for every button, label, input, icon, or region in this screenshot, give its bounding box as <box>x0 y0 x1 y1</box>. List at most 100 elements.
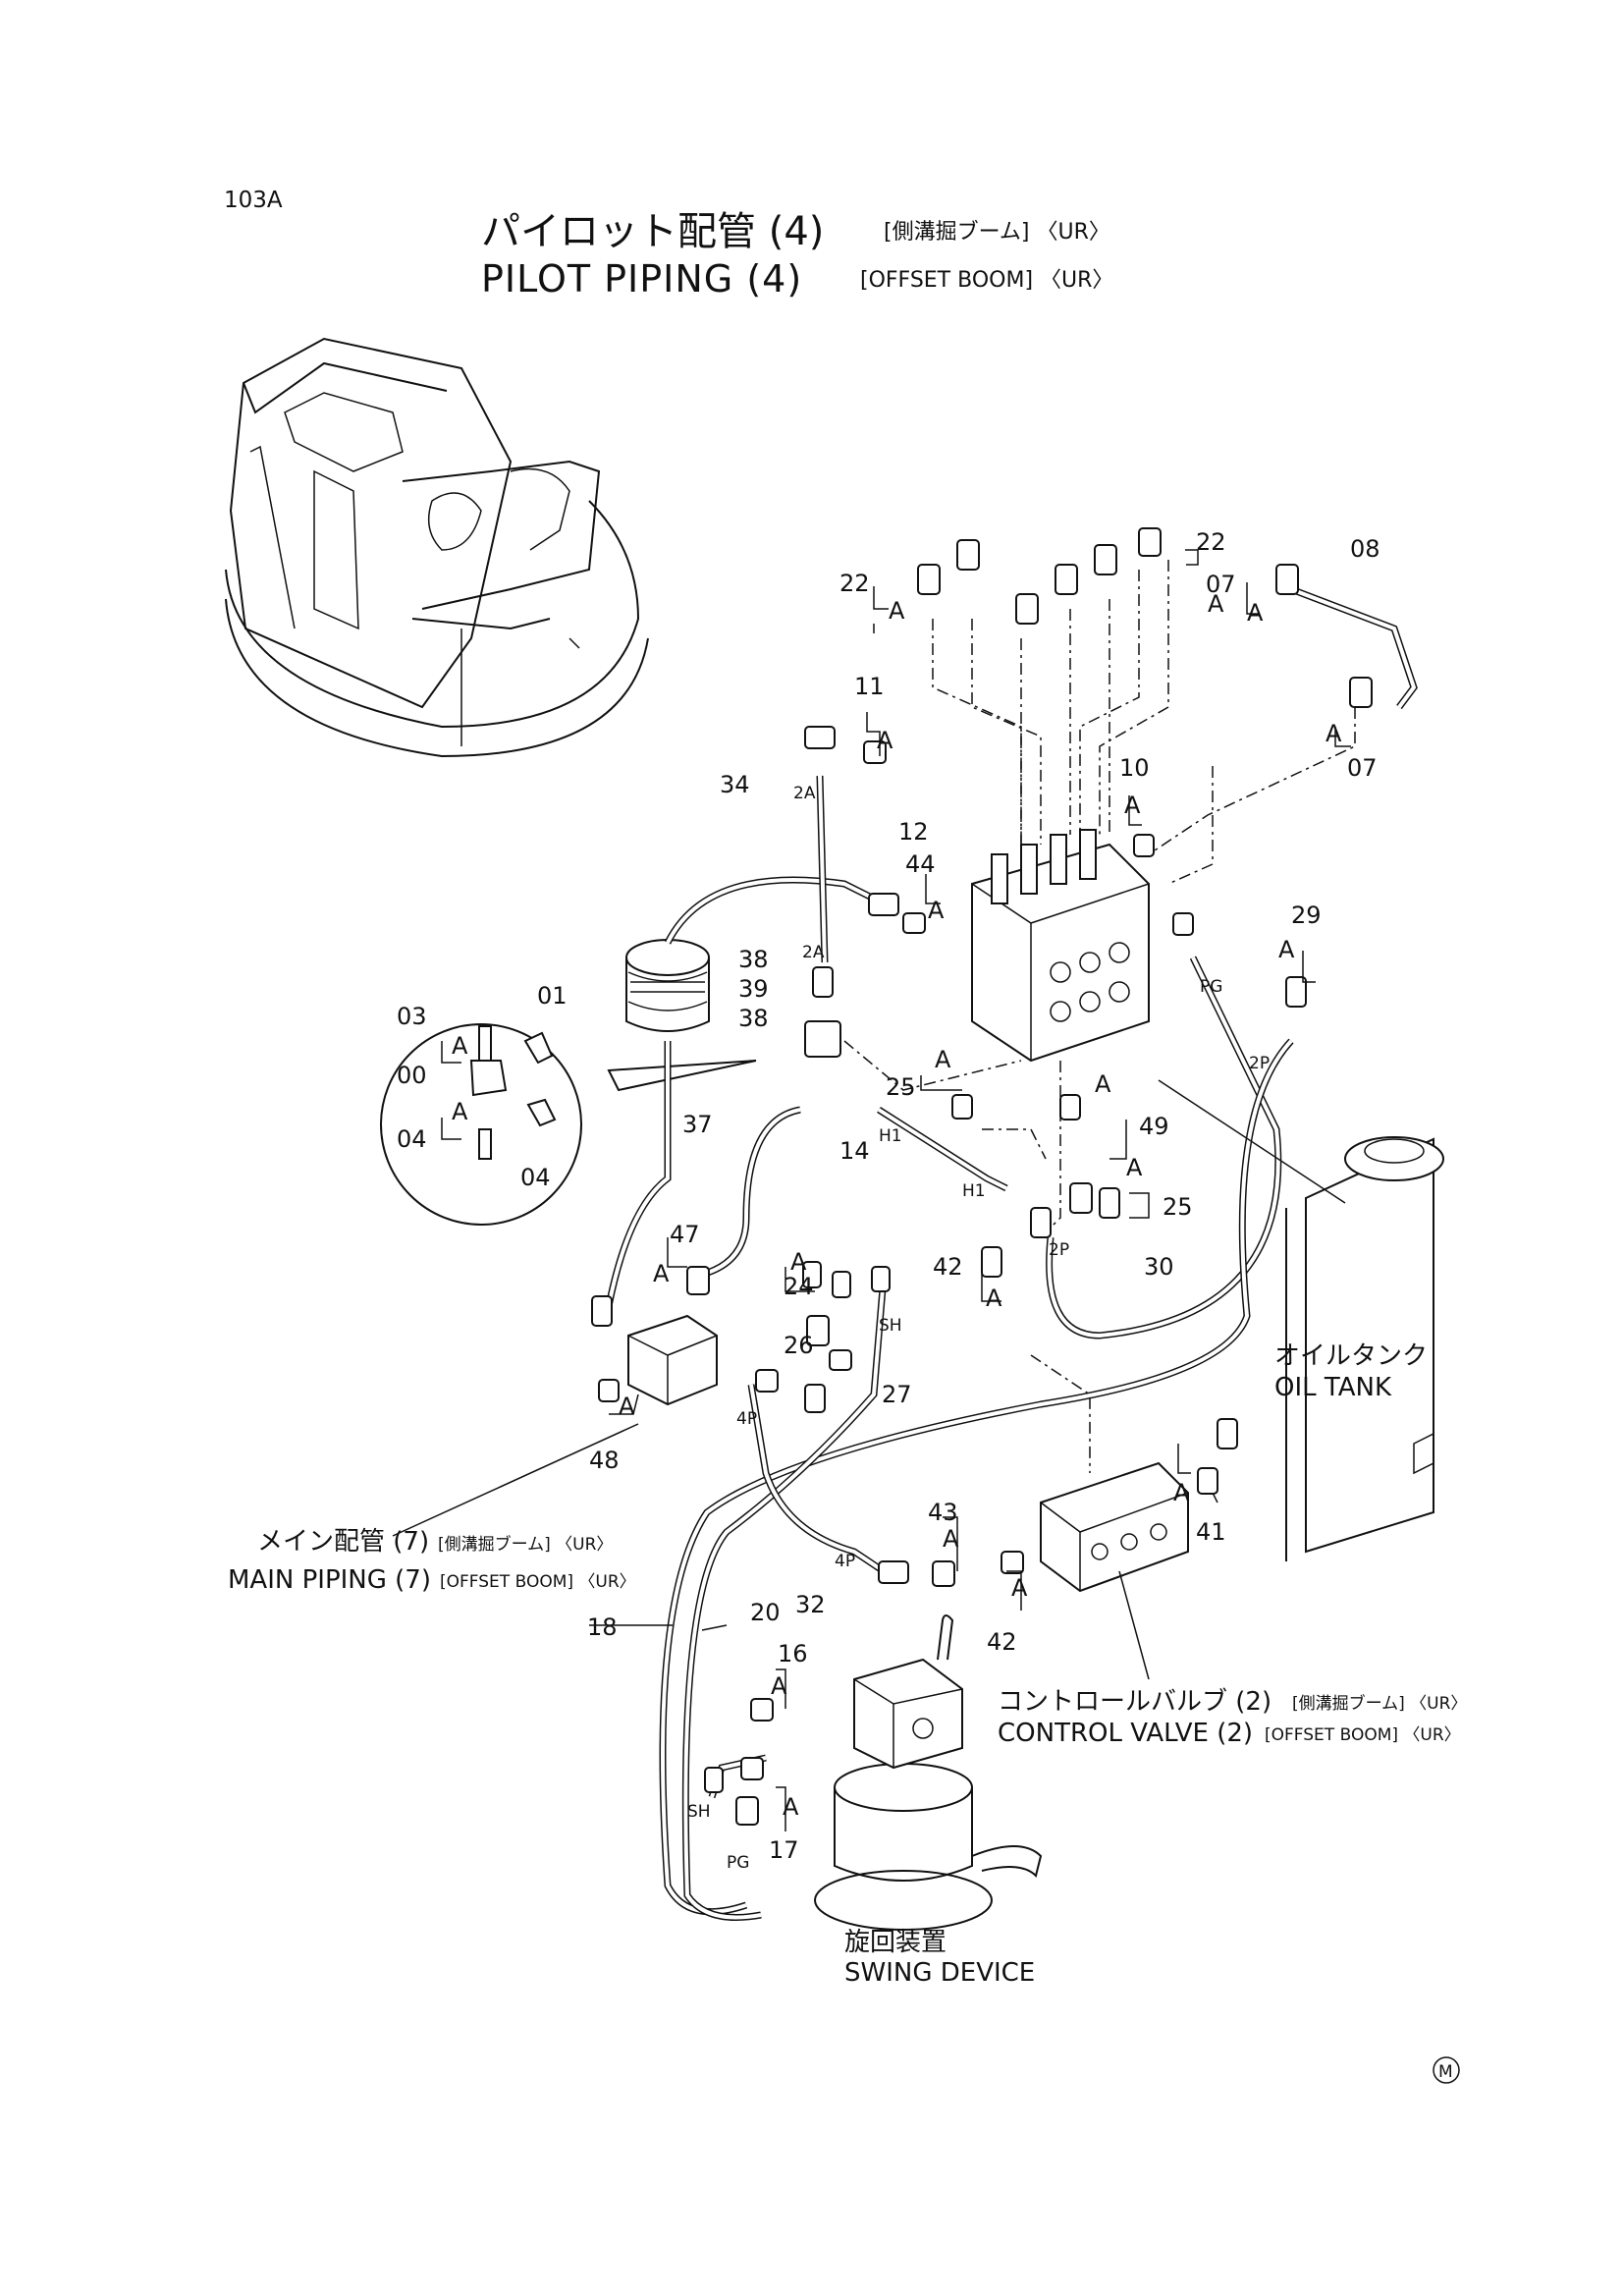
port-4P-right: 4P <box>835 1552 855 1571</box>
control-valve-label-en: CONTROL VALVE (2) <box>998 1719 1254 1748</box>
swing-device <box>814 1614 1043 1931</box>
part-42-bottom: 42 <box>987 1628 1017 1656</box>
line-filter <box>625 939 710 1032</box>
pilot-valve-block <box>971 829 1150 1063</box>
port-2A-top: 2A <box>793 784 816 803</box>
port-H1-top: H1 <box>879 1126 902 1146</box>
marker-a-19: A <box>943 1525 959 1553</box>
title-japanese-sub: [側溝掘ブーム] 〈UR〉 <box>884 220 1110 245</box>
title-english-sub: [OFFSET BOOM] 〈UR〉 <box>860 268 1114 293</box>
fittings <box>591 527 1373 1826</box>
marker-a-22: A <box>783 1793 799 1821</box>
port-SH-bottom: SH <box>687 1802 711 1822</box>
part-00: 00 <box>397 1062 427 1089</box>
part-43: 43 <box>928 1499 958 1526</box>
port-PG-top: PG <box>1200 977 1222 997</box>
part-16: 16 <box>778 1640 808 1667</box>
part-10: 10 <box>1119 754 1150 782</box>
part-34: 34 <box>720 771 750 798</box>
part-20: 20 <box>750 1599 781 1626</box>
control-valve-label-ja-sub: [側溝掘ブーム] 〈UR〉 <box>1292 1694 1468 1714</box>
part-24: 24 <box>784 1273 814 1300</box>
marker-a-15: A <box>986 1285 1002 1312</box>
part-25-top: 25 <box>886 1073 916 1101</box>
part-39: 39 <box>738 975 769 1003</box>
main-piping-label-ja-sub: [側溝掘ブーム] 〈UR〉 <box>438 1535 614 1555</box>
port-SH-top: SH <box>879 1316 902 1336</box>
part-44: 44 <box>905 850 936 878</box>
marker-a-20: A <box>1011 1574 1028 1602</box>
oil-tank-label-ja: オイルタンク <box>1274 1341 1429 1371</box>
part-04-left: 04 <box>397 1125 427 1153</box>
marker-a-10: A <box>452 1098 468 1125</box>
part-07-bottom: 07 <box>1347 754 1378 782</box>
main-piping-label-en: MAIN PIPING (7) <box>228 1565 431 1595</box>
marker-a-9: A <box>452 1032 468 1060</box>
marker-a-14: A <box>790 1248 807 1276</box>
part-22-right: 22 <box>1196 528 1226 556</box>
marker-a-11: A <box>935 1046 951 1073</box>
marker-a-12: A <box>1095 1070 1111 1098</box>
part-number-labels: 22 22 08 07 07 11 10 34 12 44 29 38 39 3… <box>397 528 1380 1864</box>
main-piping-label-ja: メイン配管 (7) <box>257 1527 430 1557</box>
port-H1-bottom: H1 <box>962 1181 986 1201</box>
part-17: 17 <box>769 1836 799 1864</box>
marker-a-4: A <box>1325 720 1342 747</box>
part-22-left: 22 <box>839 570 870 597</box>
part-14: 14 <box>839 1137 870 1165</box>
port-4P-left: 4P <box>736 1409 757 1429</box>
excavator-overview <box>225 337 649 758</box>
logo-letter: M <box>1438 2062 1453 2082</box>
title-japanese: パイロット配管 (4) <box>481 209 825 254</box>
oil-tank <box>1285 1136 1444 1561</box>
part-32: 32 <box>795 1591 826 1618</box>
marker-a-8: A <box>1278 936 1295 963</box>
callout-lines <box>392 1079 1346 1680</box>
marker-a-16: A <box>653 1260 670 1287</box>
bracket-callouts <box>609 549 1351 1831</box>
marker-a-17: A <box>619 1393 635 1420</box>
part-25-bottom: 25 <box>1163 1193 1193 1221</box>
part-12: 12 <box>898 818 929 846</box>
part-30: 30 <box>1144 1253 1174 1281</box>
part-07-top: 07 <box>1206 571 1236 598</box>
marker-a-21: A <box>771 1672 787 1700</box>
port-2P-left: 2P <box>1049 1240 1069 1260</box>
part-38-top: 38 <box>738 946 769 973</box>
swing-device-label-ja: 旋回装置 <box>844 1928 947 1957</box>
detail-markers: A A A A A A A A A A A A A A A A A A A A … <box>452 590 1342 1821</box>
part-03: 03 <box>397 1003 427 1030</box>
detail-circle <box>380 1023 757 1226</box>
title-english: PILOT PIPING (4) <box>481 257 803 301</box>
oil-tank-label-en: OIL TANK <box>1274 1373 1392 1402</box>
part-08: 08 <box>1350 535 1380 563</box>
part-01: 01 <box>537 982 568 1010</box>
part-27: 27 <box>882 1381 912 1408</box>
marker-a-1: A <box>889 597 905 625</box>
part-04-right: 04 <box>520 1164 551 1191</box>
port-2A-mid: 2A <box>802 943 825 962</box>
marker-a-13: A <box>1126 1154 1143 1181</box>
part-18: 18 <box>587 1613 618 1641</box>
marker-a-18: A <box>1173 1479 1190 1506</box>
part-48: 48 <box>589 1447 620 1474</box>
part-38-bottom: 38 <box>738 1005 769 1032</box>
leader-lines <box>843 560 1356 1503</box>
port-2P-right: 2P <box>1249 1054 1270 1073</box>
swing-device-label-en: SWING DEVICE <box>844 1958 1036 1988</box>
pilot-block-47 <box>627 1314 718 1406</box>
port-labels: 2A 2A PG 2P H1 H1 2P SH 4P 4P SH PG <box>687 784 1270 1873</box>
part-41: 41 <box>1196 1518 1226 1546</box>
part-37: 37 <box>682 1111 713 1138</box>
marker-a-3: A <box>1247 599 1264 627</box>
part-49: 49 <box>1139 1113 1169 1140</box>
marker-a-6: A <box>1124 792 1141 819</box>
marker-a-7: A <box>928 897 945 924</box>
part-42-top: 42 <box>933 1253 963 1281</box>
control-valve-label-en-sub: [OFFSET BOOM] 〈UR〉 <box>1265 1725 1461 1745</box>
part-29: 29 <box>1291 902 1322 929</box>
port-PG-bottom: PG <box>727 1853 749 1873</box>
marker-a-2: A <box>1208 590 1224 618</box>
part-47: 47 <box>670 1221 700 1248</box>
